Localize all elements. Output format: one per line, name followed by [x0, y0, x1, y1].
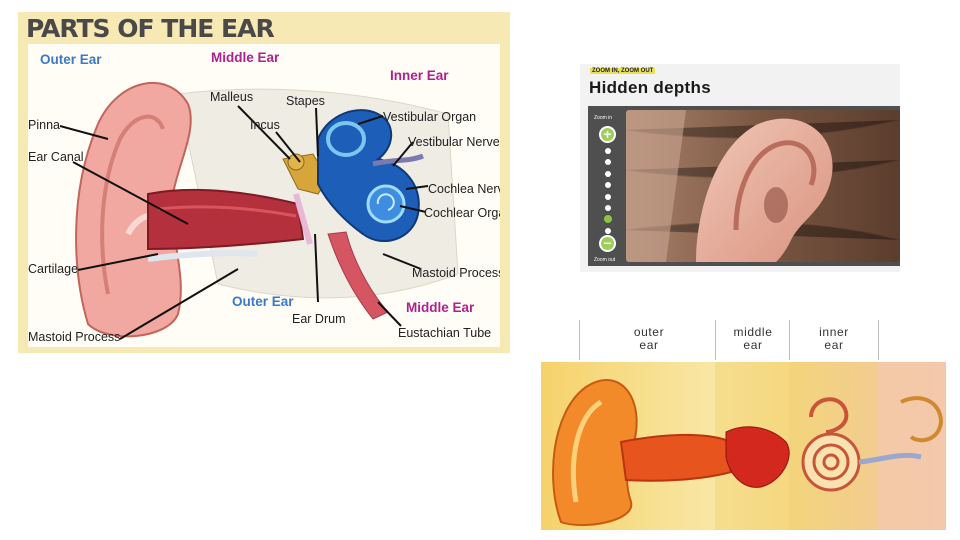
zoom-step[interactable]: [605, 171, 611, 177]
label-inner-ear: inner ear: [806, 326, 862, 352]
zoom-in-button[interactable]: +: [599, 126, 616, 143]
label-ear-drum: Ear Drum: [292, 312, 345, 326]
label-cochlear-organ: Cochlear Organ: [424, 206, 500, 220]
zoom-out-button[interactable]: −: [599, 235, 616, 252]
zoom-rail: Zoom in + − Zoom out: [588, 106, 626, 266]
ear-parts-diagram: PARTS OF THE EAR: [18, 12, 510, 353]
section-outer-ear-top: Outer Ear: [40, 52, 102, 67]
label-middle-ear: middle ear: [725, 326, 781, 352]
ear-canal-art: [621, 435, 731, 481]
zoom-step[interactable]: [605, 159, 611, 165]
ear-sections-artwork: [541, 362, 946, 530]
diagram-canvas: Outer Ear Middle Ear Inner Ear Outer Ear…: [28, 44, 500, 347]
label-incus: Incus: [250, 118, 280, 132]
section-divider: [579, 320, 580, 360]
ear-photo: [626, 110, 900, 262]
label-cartilage: Cartilage: [28, 262, 78, 276]
label-mastoid-process-left: Mastoid Process: [28, 330, 120, 344]
label-pinna: Pinna: [28, 118, 60, 132]
section-divider: [715, 320, 716, 360]
diagram-title: PARTS OF THE EAR: [26, 14, 274, 43]
section-divider: [878, 320, 879, 360]
label-mastoid-process-right: Mastoid Process: [412, 266, 500, 280]
section-divider: [789, 320, 790, 360]
label-cochlea-nerve: Cochlea Nerve: [428, 182, 500, 196]
zoom-step[interactable]: [605, 148, 611, 154]
section-middle-ear-bottom: Middle Ear: [406, 300, 474, 315]
label-outer-ear-line2: ear: [621, 339, 677, 352]
label-malleus: Malleus: [210, 90, 253, 104]
label-outer-ear: outer ear: [621, 326, 677, 352]
zoom-panel: Zoom in + − Zoom out: [588, 106, 900, 266]
zoom-kicker: ZOOM IN, ZOOM OUT: [590, 68, 655, 74]
label-stapes: Stapes: [286, 94, 325, 108]
zoom-step[interactable]: [605, 182, 611, 188]
zoom-title: Hidden depths: [589, 78, 711, 98]
zoom-step[interactable]: [605, 194, 611, 200]
section-outer-ear-bottom: Outer Ear: [232, 294, 294, 309]
zoom-widget: ZOOM IN, ZOOM OUT Hidden depths Zoom in …: [580, 64, 900, 272]
zoom-in-label: Zoom in: [594, 115, 612, 121]
label-inner-ear-line2: ear: [806, 339, 862, 352]
section-inner-ear: Inner Ear: [390, 68, 449, 83]
zoom-step[interactable]: [605, 228, 611, 234]
zoom-step-active[interactable]: [604, 215, 612, 223]
label-ear-canal: Ear Canal: [28, 150, 84, 164]
zoom-out-label: Zoom out: [594, 257, 615, 263]
cochlea-art: [803, 434, 859, 490]
section-middle-ear-top: Middle Ear: [211, 50, 279, 65]
label-vestibular-organ: Vestibular Organ: [383, 110, 476, 124]
label-eustachian-tube: Eustachian Tube: [398, 326, 491, 340]
zoom-step[interactable]: [605, 205, 611, 211]
ear-sections-illustration: outer ear middle ear inner ear: [541, 318, 946, 530]
label-middle-ear-line2: ear: [725, 339, 781, 352]
label-vestibular-nerve: Vestibular Nerve: [408, 135, 500, 149]
